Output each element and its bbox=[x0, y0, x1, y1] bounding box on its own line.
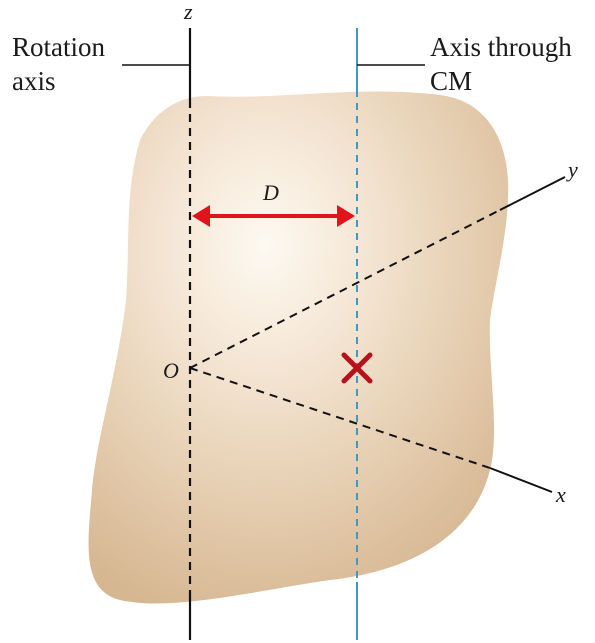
distance-label: D bbox=[262, 180, 279, 205]
y-axis-label: y bbox=[566, 157, 578, 182]
rigid-body-shape bbox=[88, 91, 509, 604]
x-mark-icon bbox=[341, 352, 373, 384]
z-axis-label: z bbox=[183, 0, 193, 24]
cm-axis-label-line1: Axis through bbox=[430, 32, 572, 62]
origin-label: O bbox=[163, 358, 179, 383]
rotation-axis-label-line2: axis bbox=[12, 66, 56, 96]
y-axis bbox=[189, 176, 566, 369]
distance-arrow bbox=[192, 205, 355, 227]
x-axis bbox=[189, 367, 553, 493]
cm-axis-label-line2: CM bbox=[430, 66, 472, 96]
x-axis-label: x bbox=[555, 482, 566, 507]
rotation-axis-label-line1: Rotation bbox=[12, 32, 105, 62]
